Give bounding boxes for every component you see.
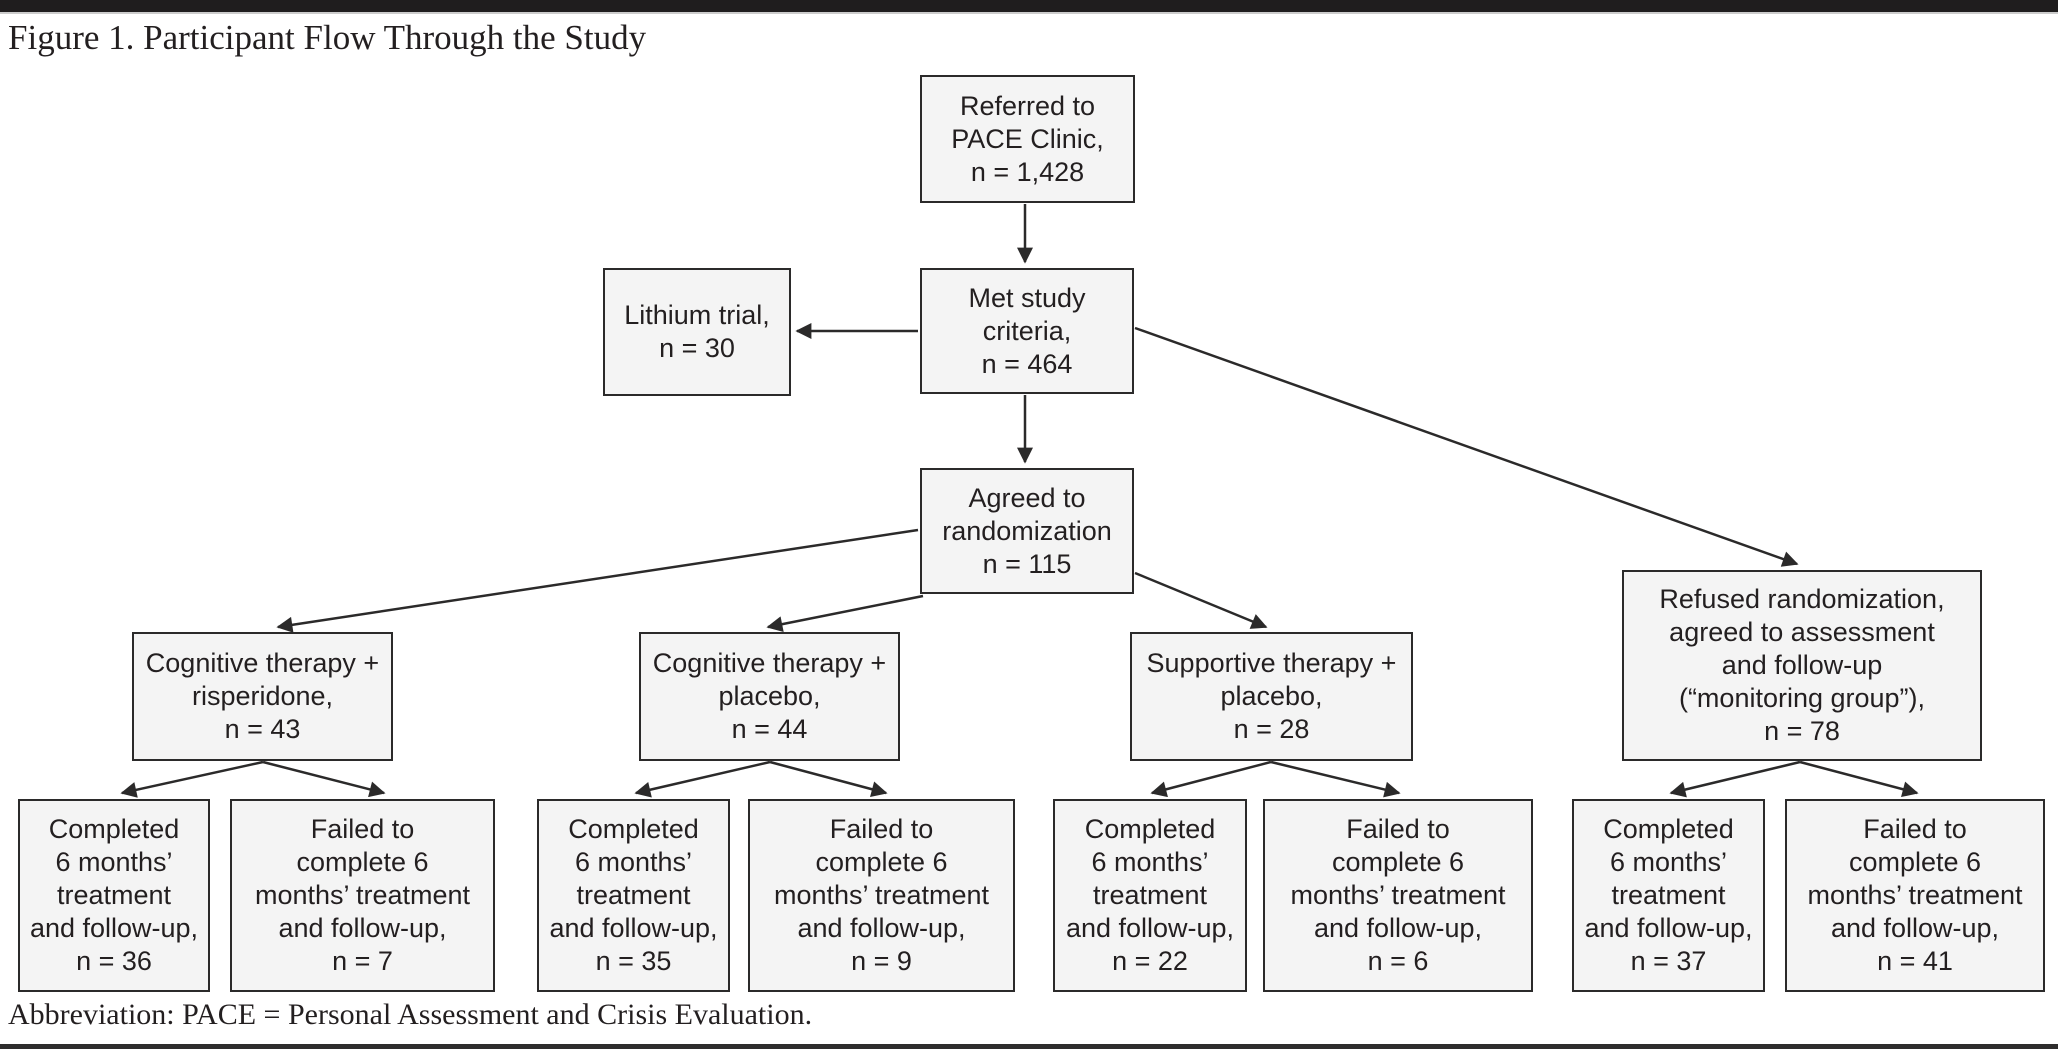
flow-node-text: Cognitive therapy + bbox=[145, 648, 380, 678]
flow-node-text: n = 30 bbox=[659, 333, 735, 363]
flow-node-text: n = 464 bbox=[981, 348, 1073, 379]
flow-node-text: complete 6 bbox=[1848, 847, 1982, 877]
flow-arrow-refused-to-mon_completed bbox=[1669, 760, 1801, 798]
flow-node-text: placebo, bbox=[718, 681, 821, 711]
flow-node-ct_placebo: Cognitive therapy +placebo,n = 44 bbox=[639, 632, 900, 761]
flow-node-text: complete 6 bbox=[296, 847, 429, 877]
flow-node-text: 6 months’ bbox=[55, 847, 173, 877]
flow-arrow-met-to-refused bbox=[1134, 326, 1799, 567]
flow-node-text: and follow-up, bbox=[1065, 913, 1235, 943]
flow-node-text: randomization bbox=[942, 515, 1112, 546]
flow-node-text: and follow-up, bbox=[29, 913, 199, 943]
flow-arrow-refused-to-mon_failed bbox=[1799, 760, 1919, 798]
flow-node-text: treatment bbox=[1611, 880, 1726, 910]
flow-node-text: Failed to bbox=[1346, 814, 1450, 844]
flow-node-text: Completed bbox=[1603, 814, 1734, 844]
flow-arrow-ct_risperidone-to-ctr_completed bbox=[120, 760, 264, 798]
flow-node-text: Agreed to bbox=[968, 482, 1086, 513]
flow-node-text: n = 115 bbox=[982, 548, 1072, 579]
flow-node-text: n = 41 bbox=[1877, 946, 1953, 976]
flow-node-text: months’ treatment bbox=[1807, 880, 2023, 910]
flow-node-text: criteria, bbox=[982, 315, 1072, 346]
flow-arrow-ct_placebo-to-ctp_completed bbox=[634, 760, 771, 798]
flow-node-text: n = 6 bbox=[1367, 946, 1429, 976]
flow-node-text: and follow-up, bbox=[549, 913, 718, 943]
top-rule bbox=[0, 0, 2058, 14]
flow-node-text: months’ treatment bbox=[254, 880, 471, 910]
flow-arrow-ct_risperidone-to-ctr_failed bbox=[262, 760, 386, 798]
flow-node-text: Met study bbox=[968, 282, 1086, 313]
flow-node-text: n = 36 bbox=[76, 946, 152, 976]
flow-arrow-ct_placebo-to-ctp_failed bbox=[769, 760, 888, 798]
flow-node-text: n = 43 bbox=[224, 714, 301, 744]
flow-node-text: n = 7 bbox=[332, 946, 393, 976]
flow-node-text: n = 37 bbox=[1630, 946, 1707, 976]
flow-node-text: complete 6 bbox=[1331, 847, 1465, 877]
flow-node-text: n = 44 bbox=[731, 714, 808, 744]
bottom-rule bbox=[0, 1044, 2058, 1049]
flow-node-refused: Refused randomization,agreed to assessme… bbox=[1622, 570, 1982, 761]
flow-node-text: complete 6 bbox=[815, 847, 948, 877]
flow-node-ct_risperidone: Cognitive therapy +risperidone,n = 43 bbox=[132, 632, 393, 761]
flow-node-text: n = 9 bbox=[851, 946, 912, 976]
flow-node-text: treatment bbox=[576, 880, 691, 910]
flow-node-text: (“monitoring group”), bbox=[1678, 683, 1926, 713]
flow-node-st_placebo: Supportive therapy +placebo,n = 28 bbox=[1130, 632, 1413, 761]
flow-node-text: Failed to bbox=[310, 814, 415, 844]
abbreviation-note: Abbreviation: PACE = Personal Assessment… bbox=[8, 998, 813, 1031]
flow-node-text: Lithium trial, bbox=[624, 300, 770, 330]
flow-node-text: and follow-up, bbox=[1313, 913, 1483, 943]
flow-arrow-agreed-to-ct_risperidone bbox=[276, 528, 919, 633]
flow-node-text: treatment bbox=[1092, 880, 1208, 910]
flow-arrow-st_placebo-to-stp_failed bbox=[1270, 760, 1401, 798]
flow-node-text: and follow-up, bbox=[278, 913, 447, 943]
flow-node-text: 6 months’ bbox=[574, 847, 693, 877]
flow-node-text: 6 months’ bbox=[1091, 847, 1209, 877]
flow-node-text: placebo, bbox=[1220, 681, 1323, 711]
flow-node-text: n = 28 bbox=[1233, 714, 1310, 744]
flow-node-text: and follow-up, bbox=[1584, 913, 1753, 943]
flow-node-text: 6 months’ bbox=[1609, 847, 1728, 877]
flow-node-text: n = 22 bbox=[1112, 946, 1188, 976]
flow-node-text: Supportive therapy + bbox=[1146, 648, 1397, 678]
flow-node-text: Completed bbox=[1084, 814, 1216, 844]
flow-node-text: Cognitive therapy + bbox=[652, 648, 887, 678]
figure-title: Figure 1. Participant Flow Through the S… bbox=[8, 18, 647, 57]
flow-node-text: n = 35 bbox=[595, 946, 672, 976]
flow-node-text: Failed to bbox=[829, 814, 934, 844]
flow-node-text: and follow-up bbox=[1721, 650, 1883, 680]
flow-node-text: treatment bbox=[56, 880, 172, 910]
flow-arrow-agreed-to-ct_placebo bbox=[766, 594, 924, 633]
flow-node-text: risperidone, bbox=[191, 681, 334, 711]
flow-node-text: and follow-up, bbox=[797, 913, 966, 943]
flow-node-text: months’ treatment bbox=[773, 880, 990, 910]
flow-node-text: n = 78 bbox=[1764, 716, 1840, 746]
flow-node-text: Completed bbox=[48, 814, 180, 844]
flow-node-text: Referred to bbox=[959, 90, 1096, 121]
flow-node-text: months’ treatment bbox=[1290, 880, 1506, 910]
flow-node-text: Failed to bbox=[1863, 814, 1967, 844]
flow-node-text: and follow-up, bbox=[1830, 913, 2000, 943]
flow-node-lithium: Lithium trial,n = 30 bbox=[603, 268, 791, 396]
flow-node-text: agreed to assessment bbox=[1669, 617, 1935, 647]
flow-arrow-st_placebo-to-stp_completed bbox=[1150, 760, 1272, 798]
flow-node-text: PACE Clinic, bbox=[951, 123, 1104, 154]
flow-node-text: n = 1,428 bbox=[970, 156, 1085, 187]
flow-node-text: Completed bbox=[568, 814, 699, 844]
flow-node-text: Refused randomization, bbox=[1659, 584, 1945, 614]
flow-arrow-agreed-to-st_placebo bbox=[1134, 571, 1268, 629]
